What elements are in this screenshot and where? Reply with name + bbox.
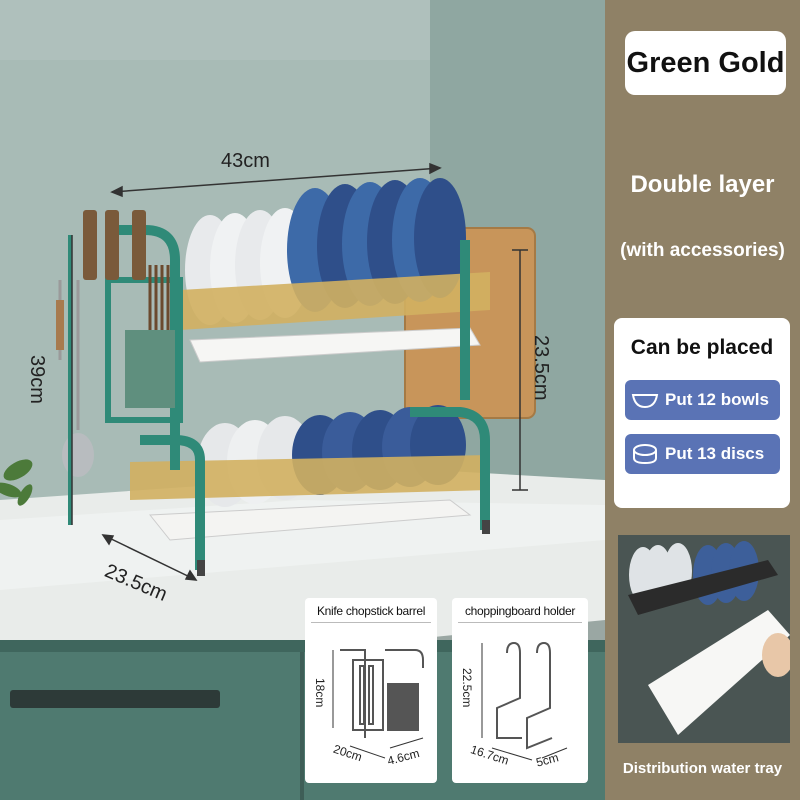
barrel-height: 18cm bbox=[313, 678, 327, 708]
plate-icon bbox=[625, 443, 665, 465]
plant bbox=[0, 459, 33, 506]
variant-badge: Green Gold bbox=[625, 31, 786, 95]
board-holder-inset: choppingboard holder 22.5cm 16.7cm 5cm bbox=[452, 598, 588, 783]
accessories-label: (with accessories) bbox=[620, 240, 785, 261]
board-holder-height: 22.5cm bbox=[460, 668, 474, 708]
hanging-utensils bbox=[56, 235, 94, 525]
bowl-icon bbox=[625, 391, 665, 409]
knives bbox=[83, 210, 146, 280]
board-holder-title: choppingboard holder bbox=[464, 604, 576, 618]
board-holder-diagram bbox=[481, 641, 568, 761]
barrel-diagram bbox=[332, 649, 424, 759]
capacity-card: Can be placed Put 12 bowls Put 13 discs bbox=[614, 318, 790, 508]
product-scene bbox=[0, 0, 605, 800]
capacity-title: Can be placed bbox=[630, 336, 774, 359]
layer-label: Double layer bbox=[630, 171, 775, 198]
barrel-title: Knife chopstick barrel bbox=[316, 604, 426, 618]
board-height-label: 23.5cm bbox=[530, 335, 552, 401]
depth-dimension-line bbox=[101, 534, 198, 581]
barrel-inset: Knife chopstick barrel 18cm 20cm 4.6cm bbox=[305, 598, 437, 783]
discs-pill: Put 13 discs bbox=[625, 434, 780, 474]
discs-label: Put 13 discs bbox=[665, 444, 765, 463]
bowls-label: Put 12 bowls bbox=[665, 390, 769, 409]
tray-photo bbox=[618, 535, 790, 743]
height-label: 39cm bbox=[26, 355, 48, 404]
bowls-pill: Put 12 bowls bbox=[625, 380, 780, 420]
width-dimension-line bbox=[110, 162, 442, 198]
dish-rack-illustration bbox=[0, 0, 605, 800]
width-label: 43cm bbox=[221, 150, 270, 172]
utensil-cup bbox=[125, 330, 175, 408]
board-height-line bbox=[512, 249, 528, 491]
chopsticks bbox=[148, 265, 170, 330]
tray-caption: Distribution water tray bbox=[622, 760, 783, 777]
